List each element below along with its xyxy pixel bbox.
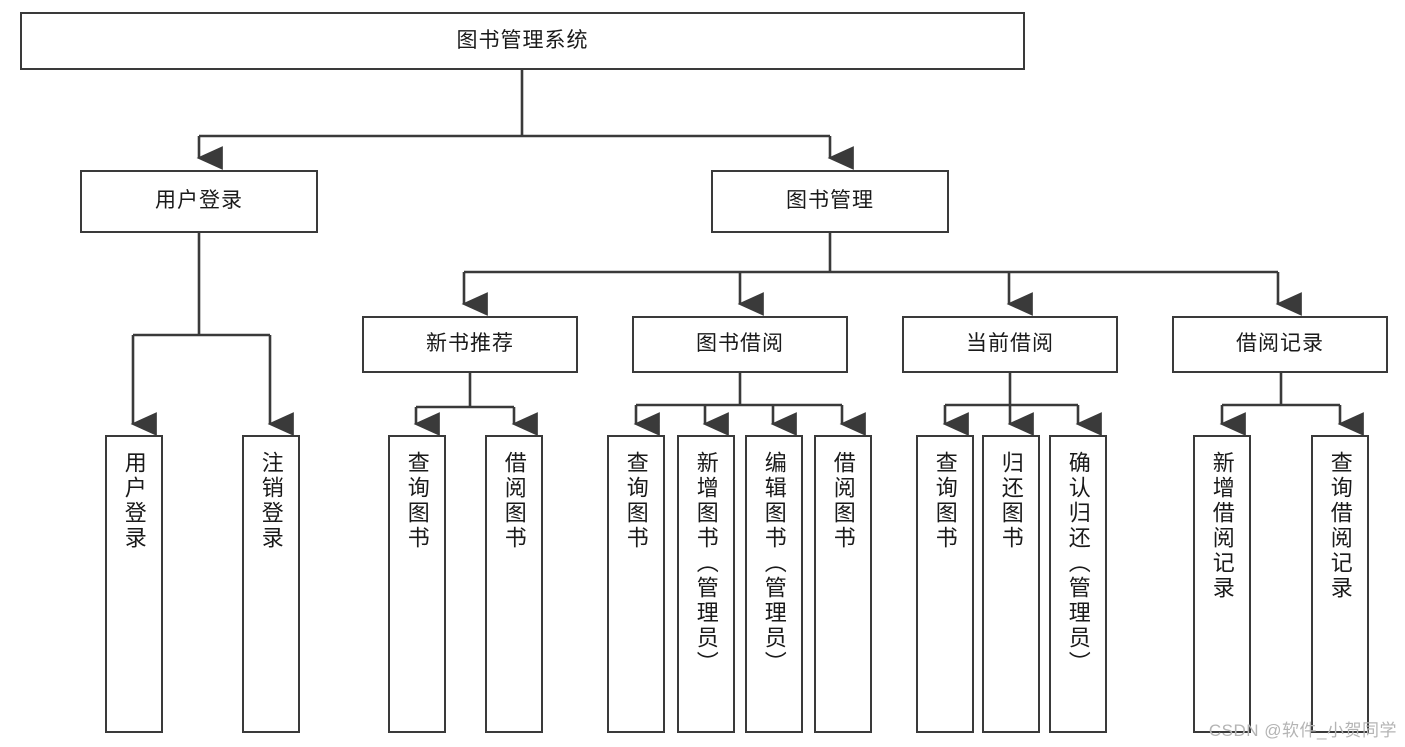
node-user-login[interactable]: 用户登录 [80,170,318,233]
node-label: 当前借阅 [966,332,1054,356]
leaf-record-query-borrow-record[interactable]: 查询借阅记录 [1311,435,1369,733]
node-current-borrowing[interactable]: 当前借阅 [902,316,1118,373]
node-label: 新书推荐 [426,332,514,356]
csdn-watermark: CSDN @软件_小贺同学 [1208,721,1397,740]
node-root-book-management-system[interactable]: 图书管理系统 [20,12,1025,70]
leaf-book-borrow-query-books[interactable]: 查询图书 [607,435,665,733]
node-label: 新增图书（管理员） [693,451,719,676]
leaf-book-borrow-add-book-admin[interactable]: 新增图书（管理员） [677,435,735,733]
leaf-record-add-borrow-record[interactable]: 新增借阅记录 [1193,435,1251,733]
leaf-current-borrow-confirm-return-admin[interactable]: 确认归还（管理员） [1049,435,1107,733]
node-label: 查询图书 [932,451,958,551]
leaf-user-login-logout[interactable]: 注销登录 [242,435,300,733]
node-label: 借阅记录 [1236,332,1324,356]
node-label: 图书管理系统 [456,28,589,52]
leaf-book-borrow-edit-book-admin[interactable]: 编辑图书（管理员） [745,435,803,733]
node-label: 用户登录 [121,451,147,551]
leaf-new-book-borrow-books[interactable]: 借阅图书 [485,435,543,733]
node-label: 借阅图书 [501,451,527,551]
leaf-current-borrow-query-books[interactable]: 查询图书 [916,435,974,733]
leaf-book-borrow-borrow-books[interactable]: 借阅图书 [814,435,872,733]
node-label: 编辑图书（管理员） [761,451,787,676]
node-label: 用户登录 [155,189,243,213]
leaf-new-book-query-books[interactable]: 查询图书 [388,435,446,733]
node-label: 查询借阅记录 [1327,451,1353,601]
node-new-book-recommendation[interactable]: 新书推荐 [362,316,578,373]
leaf-current-borrow-return-books[interactable]: 归还图书 [982,435,1040,733]
leaf-user-login-signin[interactable]: 用户登录 [105,435,163,733]
node-book-borrowing[interactable]: 图书借阅 [632,316,848,373]
node-borrowing-records[interactable]: 借阅记录 [1172,316,1388,373]
node-label: 新增借阅记录 [1209,451,1235,601]
node-label: 图书借阅 [696,332,784,356]
node-label: 借阅图书 [830,451,856,551]
node-label: 归还图书 [998,451,1024,551]
node-label: 确认归还（管理员） [1065,451,1091,676]
node-label: 查询图书 [404,451,430,551]
node-label: 查询图书 [623,451,649,551]
node-label: 注销登录 [258,451,284,551]
node-book-management[interactable]: 图书管理 [711,170,949,233]
node-label: 图书管理 [786,189,874,213]
